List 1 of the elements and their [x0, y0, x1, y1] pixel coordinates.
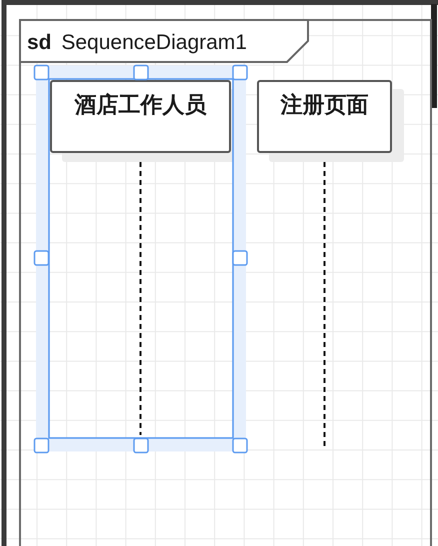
- frame-tab: sd SequenceDiagram1: [19, 19, 309, 63]
